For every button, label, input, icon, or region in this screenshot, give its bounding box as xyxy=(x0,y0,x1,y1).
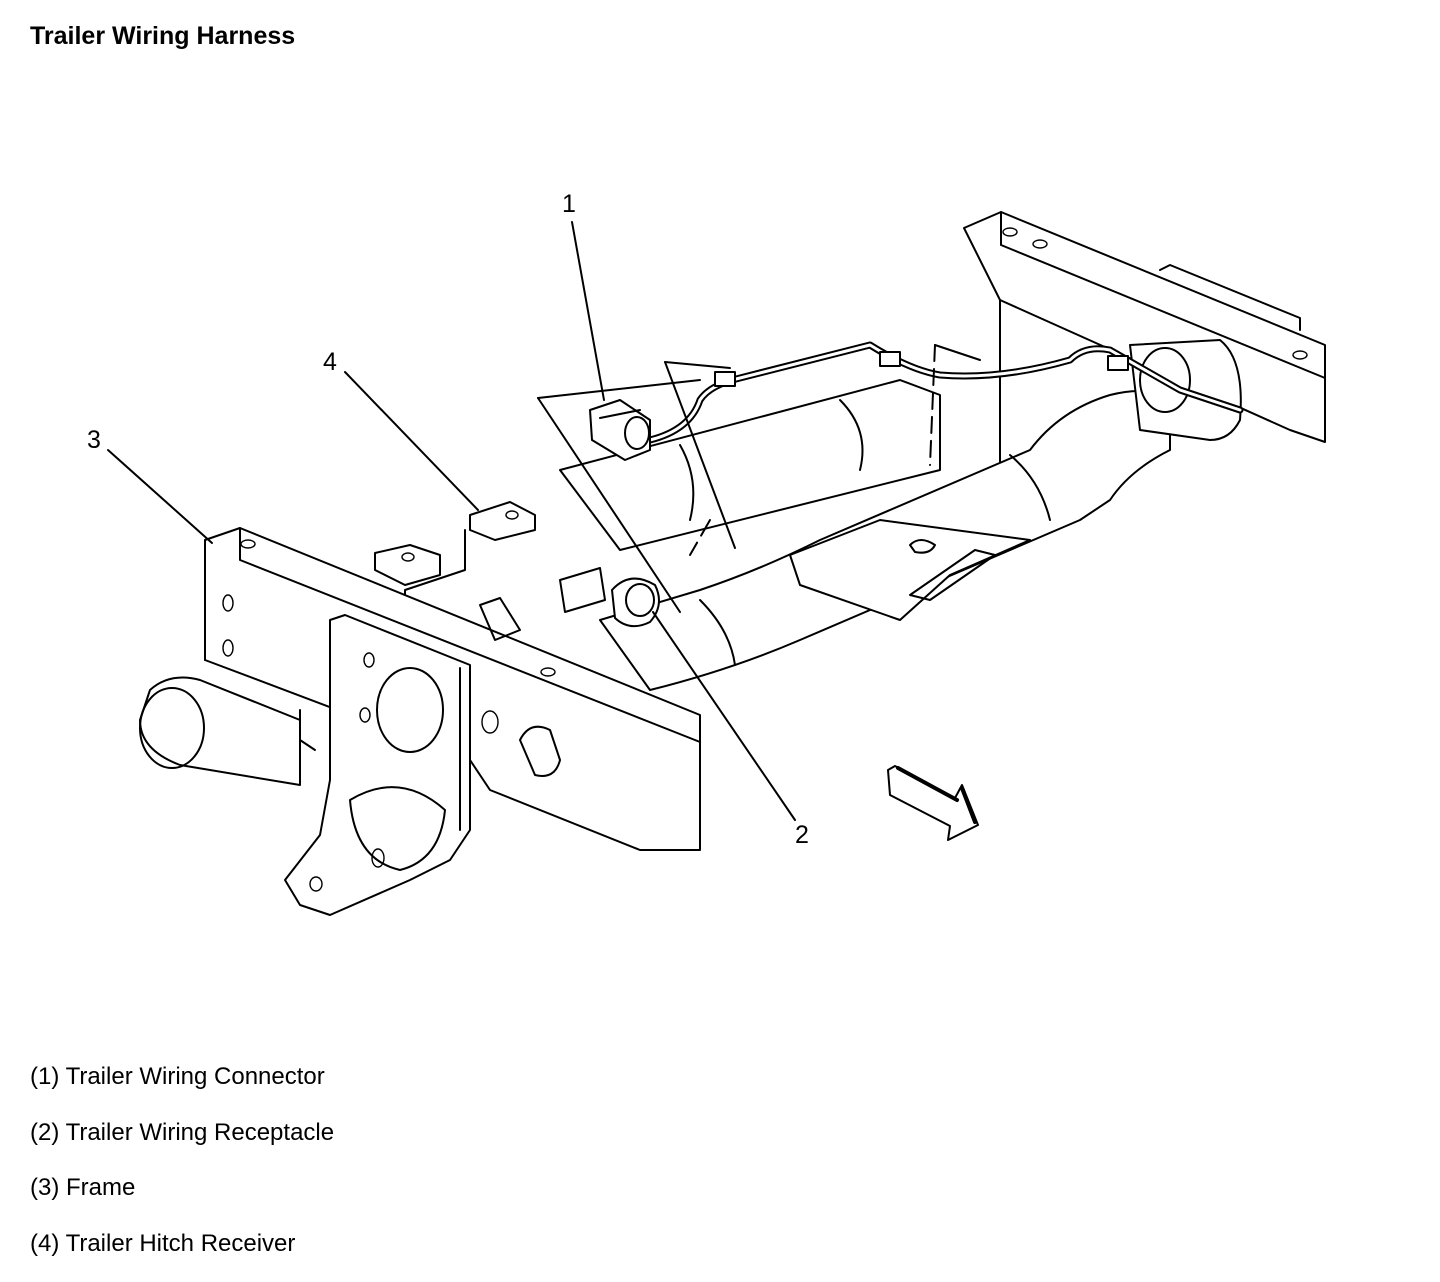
legend-item: (4) Trailer Hitch Receiver xyxy=(30,1227,334,1282)
trailer-hitch-receiver xyxy=(375,502,535,600)
legend-item: (2) Trailer Wiring Receptacle xyxy=(30,1116,334,1172)
callout-number-4: 4 xyxy=(323,348,337,376)
trailer-wiring-connector xyxy=(590,400,650,460)
legend-item: (1) Trailer Wiring Connector xyxy=(30,1060,334,1116)
forward-direction-arrow xyxy=(888,766,978,840)
legend-list: (1) Trailer Wiring Connector (2) Trailer… xyxy=(30,1060,334,1282)
legend-item: (3) Frame xyxy=(30,1171,334,1227)
callout-number-1: 1 xyxy=(562,190,576,218)
callout-number-2: 2 xyxy=(795,821,809,849)
frame-end-cap xyxy=(140,678,300,785)
callout-number-3: 3 xyxy=(87,426,101,454)
